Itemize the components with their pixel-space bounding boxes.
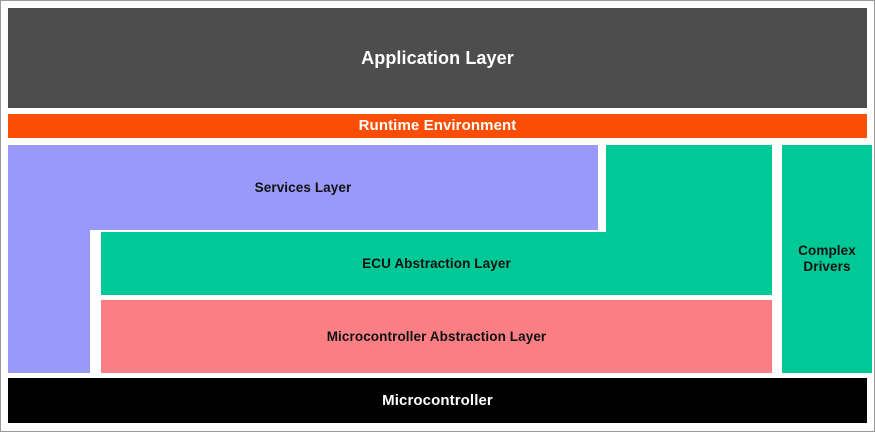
runtime-environment-block[interactable]: Runtime Environment [8,114,867,138]
services-layer-label: Services Layer [254,179,352,195]
application-layer-block[interactable]: Application Layer [8,8,867,108]
services-layer-left-column[interactable] [8,230,90,373]
complex-drivers-block[interactable]: Complex Drivers [782,145,872,373]
microcontroller-label: Microcontroller [382,391,493,409]
microcontroller-abstraction-layer-label: Microcontroller Abstraction Layer [326,328,547,344]
microcontroller-abstraction-layer-block[interactable]: Microcontroller Abstraction Layer [101,300,772,373]
microcontroller-block[interactable]: Microcontroller [8,378,867,423]
complex-drivers-label: Complex Drivers [798,243,856,274]
ecu-abstraction-layer-label: ECU Abstraction Layer [362,255,511,271]
ecu-abstraction-layer-block[interactable]: ECU Abstraction Layer [101,232,772,295]
services-layer-block[interactable]: Services Layer [8,145,598,230]
application-layer-label: Application Layer [361,47,514,68]
runtime-environment-label: Runtime Environment [358,117,517,135]
